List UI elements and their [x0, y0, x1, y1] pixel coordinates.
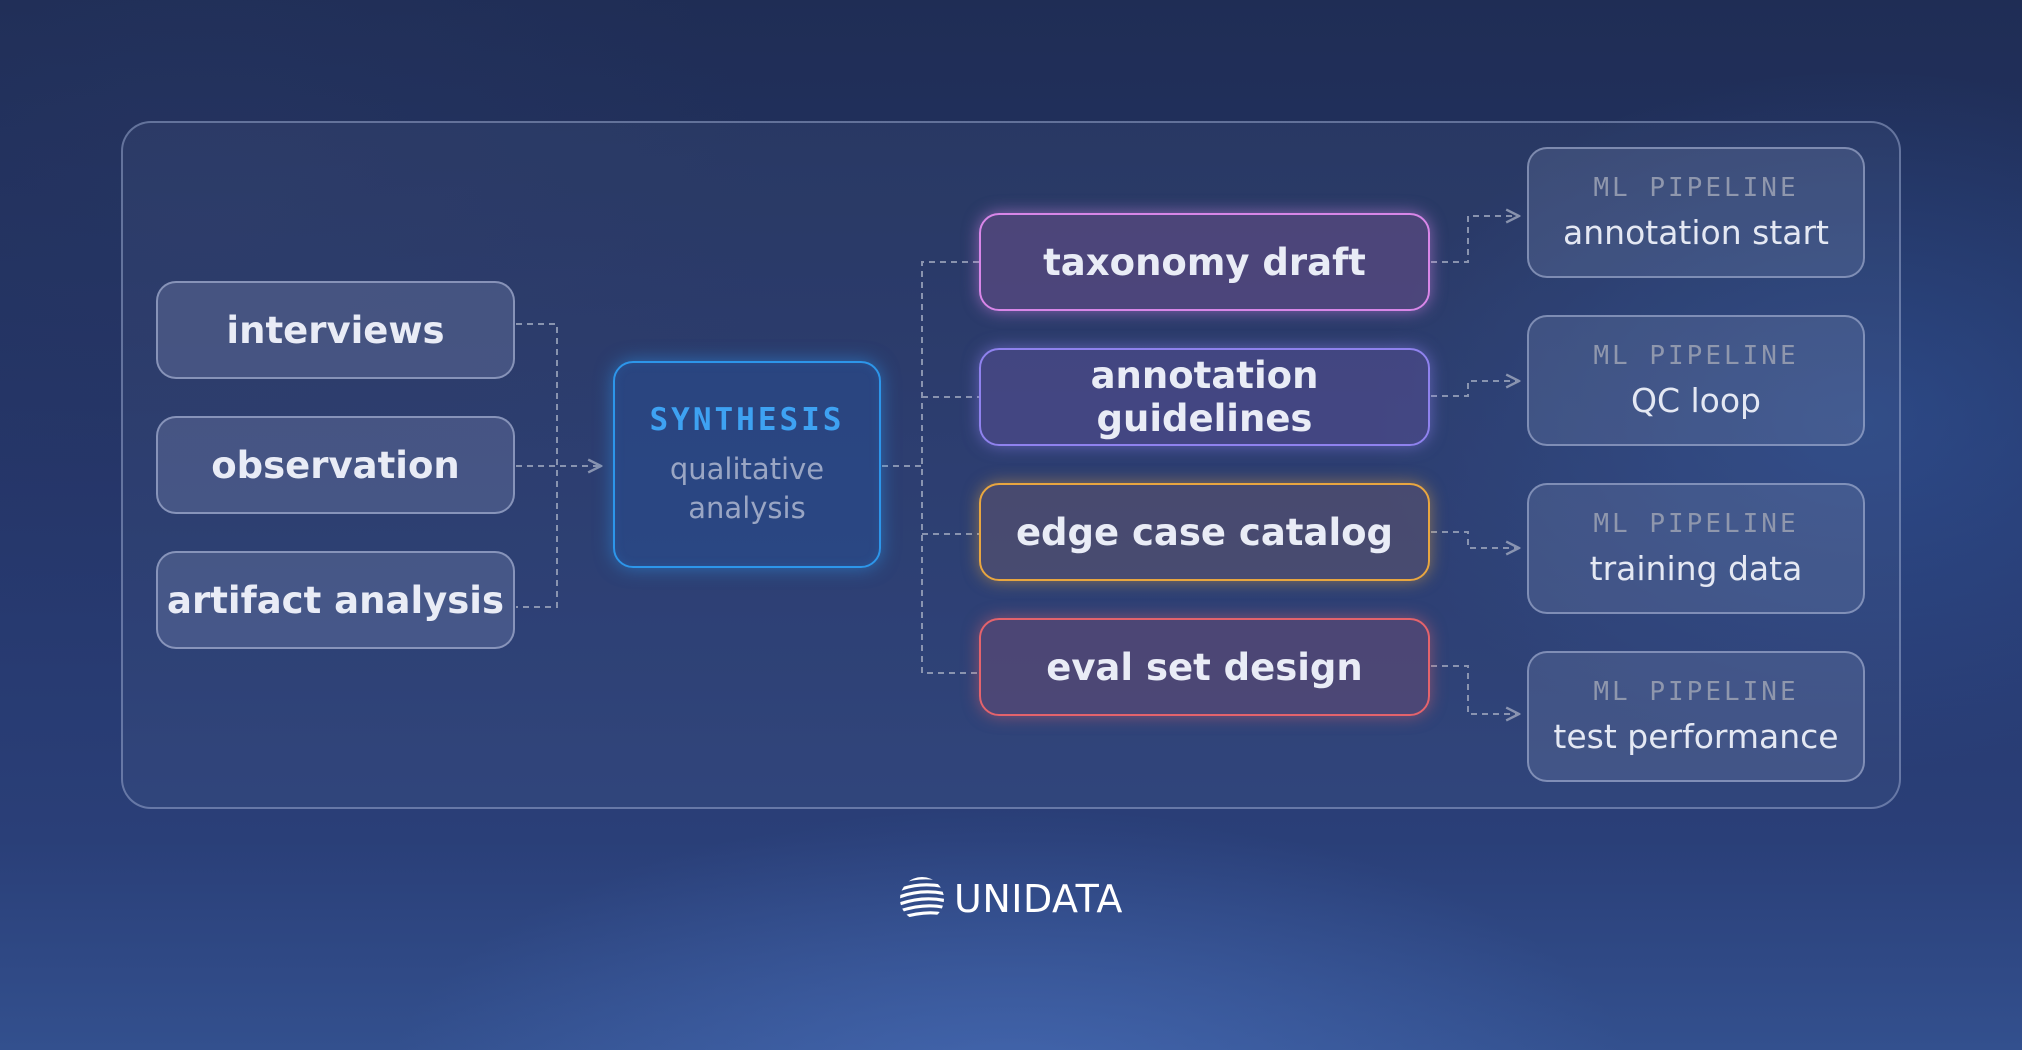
- connector-eval-to-test: [1431, 665, 1519, 714]
- output-label: taxonomy draft: [1043, 240, 1366, 284]
- ml-tag: ML PIPELINE: [1593, 173, 1799, 203]
- ml-label: test performance: [1553, 717, 1839, 756]
- ml-label: QC loop: [1630, 381, 1761, 420]
- output-label: eval set design: [1046, 645, 1363, 689]
- output-node-taxonomy-draft: taxonomy draft: [979, 213, 1430, 311]
- ml-node-qc-loop: ML PIPELINE QC loop: [1527, 315, 1865, 446]
- input-node-interviews: interviews: [156, 281, 515, 379]
- logo-text: UNIDATA: [954, 877, 1123, 921]
- ml-tag: ML PIPELINE: [1593, 509, 1799, 539]
- output-node-annotation-guidelines: annotation guidelines: [979, 348, 1430, 446]
- ml-node-training-data: ML PIPELINE training data: [1527, 483, 1865, 614]
- ml-tag: ML PIPELINE: [1593, 341, 1799, 371]
- ml-tag: ML PIPELINE: [1593, 677, 1799, 707]
- striped-globe-icon: [900, 877, 944, 921]
- input-node-artifact-analysis: artifact analysis: [156, 551, 515, 649]
- synthesis-node: SYNTHESIS qualitative analysis: [613, 361, 881, 568]
- ml-node-test-performance: ML PIPELINE test performance: [1527, 651, 1865, 782]
- output-label: edge case catalog: [1015, 510, 1394, 554]
- ml-node-annotation-start: ML PIPELINE annotation start: [1527, 147, 1865, 278]
- connector-taxonomy-to-annotation: [1431, 216, 1519, 263]
- input-label: artifact analysis: [167, 578, 504, 622]
- connector-guidelines-to-qc: [1431, 381, 1519, 397]
- synthesis-title: SYNTHESIS: [649, 401, 845, 438]
- output-node-edge-case-catalog: edge case catalog: [979, 483, 1430, 581]
- input-label: interviews: [226, 308, 445, 352]
- connector-edge-to-training: [1431, 531, 1519, 548]
- output-label: annotation guidelines: [1090, 354, 1319, 440]
- connector-interviews: [516, 323, 558, 608]
- unidata-logo: UNIDATA: [898, 873, 1123, 925]
- synthesis-subtitle: qualitative analysis: [669, 451, 825, 525]
- input-label: observation: [211, 443, 460, 487]
- connector-fanout: [921, 261, 979, 674]
- ml-label: training data: [1589, 549, 1803, 588]
- ml-label: annotation start: [1563, 213, 1829, 252]
- input-node-observation: observation: [156, 416, 515, 514]
- output-node-eval-set-design: eval set design: [979, 618, 1430, 716]
